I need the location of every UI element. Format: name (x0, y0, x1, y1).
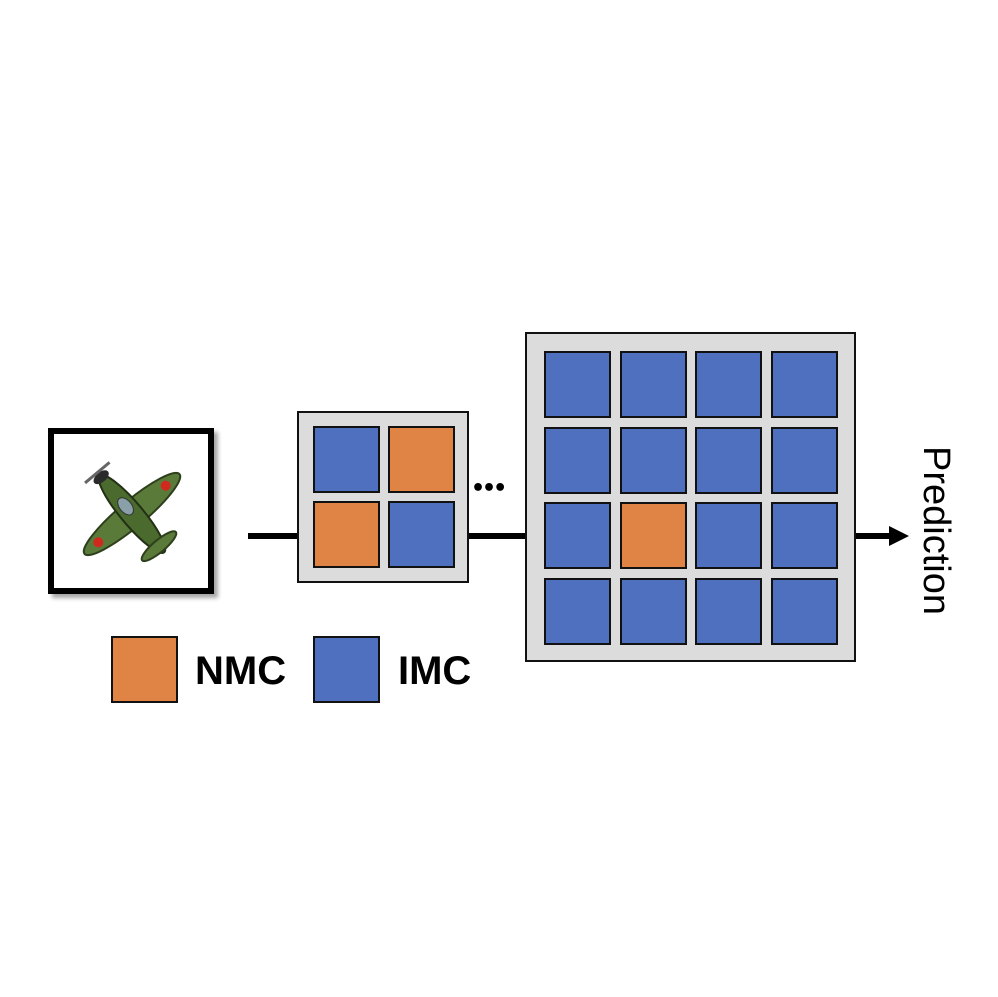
large-grid-cell-imc (544, 502, 611, 569)
output-arrowhead (889, 526, 909, 546)
large-grid-cell-imc (770, 502, 838, 569)
prediction-label: Prediction (915, 446, 957, 615)
small-grid-cell-nmc (313, 501, 380, 568)
large-grid-cell-imc (619, 577, 687, 645)
large-grid-cell-imc (619, 426, 687, 494)
large-grid-cell-imc (770, 426, 838, 494)
large-grid-cell-imc (695, 577, 762, 645)
ellipsis: ••• (471, 476, 507, 501)
airplane-icon (82, 461, 182, 563)
large-grid-cell-imc (544, 577, 611, 645)
large-grid-cell-imc (619, 351, 687, 418)
input-image-frame (48, 428, 214, 594)
small-grid-cell-nmc (388, 426, 455, 493)
large-grid-cell-nmc (619, 502, 687, 569)
large-grid-cell-imc (695, 351, 762, 418)
small-grid-block (297, 411, 469, 583)
connector-line-middle (468, 533, 526, 539)
large-grid-cell-imc (695, 426, 762, 494)
large-grid-cell-imc (695, 502, 762, 569)
large-grid-cell-imc (544, 426, 611, 494)
connector-line-output (855, 533, 891, 539)
large-grid-block (525, 332, 856, 662)
legend-imc-label: IMC (398, 649, 472, 693)
large-grid-cell-imc (544, 351, 611, 418)
connector-line-input (248, 533, 298, 539)
legend-imc-swatch (313, 636, 380, 703)
legend-nmc-label: NMC (195, 649, 287, 693)
large-grid-cell-imc (770, 577, 838, 645)
legend-nmc-swatch (111, 636, 178, 703)
large-grid-cell-imc (770, 351, 838, 418)
small-grid-cell-imc (313, 426, 380, 493)
small-grid-cell-imc (388, 501, 455, 568)
